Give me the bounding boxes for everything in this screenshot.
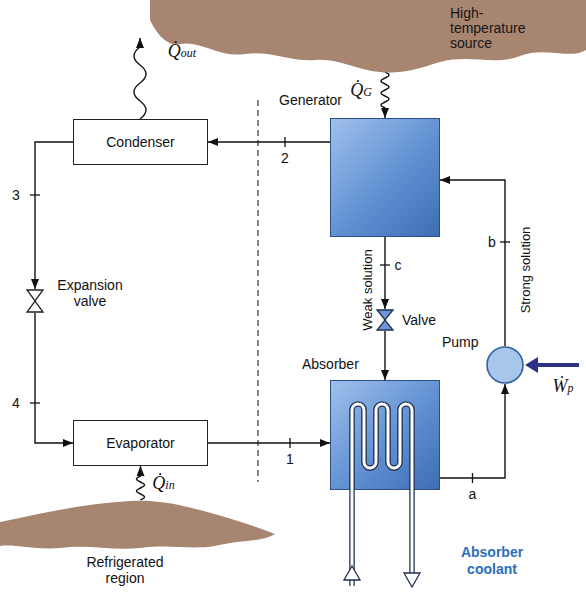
stream-label: Strong solution [518, 227, 533, 314]
heat-out-arrow [134, 38, 146, 119]
state-label: c [395, 257, 402, 273]
flow-line [208, 141, 330, 142]
state-tick [500, 241, 510, 242]
part-name: Pump [442, 334, 479, 350]
state-label: b [488, 234, 496, 250]
state-label: a [469, 486, 477, 502]
stream-label: Weak solution [360, 249, 375, 330]
absorber-vessel [330, 380, 440, 490]
heat-flow-arrow [137, 466, 145, 500]
flow-line [440, 384, 505, 478]
pump-circle: Pump [486, 346, 524, 384]
connector-group [35, 72, 505, 500]
heat-source: High- temperature source [150, 0, 586, 72]
flow-line [35, 313, 73, 443]
valve-half [377, 320, 393, 330]
absorber-vessel: Absorber [330, 380, 440, 490]
work-label: Ẇp [553, 377, 574, 397]
part-name: Expansion valve [50, 277, 130, 309]
part-name: Generator [279, 92, 342, 108]
flow-line [35, 142, 73, 289]
generator-vessel: Generator [330, 118, 440, 237]
coolant-pipe [409, 489, 415, 580]
state-label: 3 [12, 187, 20, 203]
coolant-label: Absorber coolant [442, 544, 542, 578]
flow-line [440, 180, 505, 346]
valve-half [27, 290, 43, 301]
refrigerated-region: Refrigerated region [0, 500, 275, 550]
flow-line [384, 331, 385, 380]
coolant-pipe [411, 489, 414, 580]
part-name: Valve [402, 312, 436, 328]
process-box: Evaporator [73, 420, 208, 466]
throttle-valve: Valve [376, 309, 394, 331]
cooling-coil [352, 404, 412, 490]
part-name: Absorber [302, 356, 359, 372]
state-tick [284, 137, 285, 147]
flow-line [384, 237, 385, 309]
coolant-in-arrow [344, 566, 360, 580]
heat-label: Q̇G [350, 81, 372, 101]
box-label: Evaporator [106, 435, 174, 451]
state-label: 1 [286, 451, 294, 467]
state-tick [30, 402, 40, 403]
part-name: Refrigerated region [70, 554, 180, 586]
state-tick [380, 264, 390, 265]
vessel-body [331, 381, 440, 490]
mound-fill [0, 501, 275, 549]
coolant-out-arrow [404, 573, 420, 587]
valve-half [27, 301, 43, 312]
state-tick [30, 194, 40, 195]
heat-label: Q̇in [152, 474, 174, 494]
pump-circle [487, 347, 523, 383]
part-name: High- temperature source [450, 6, 545, 51]
cooling-coil [352, 404, 412, 490]
state-tick [289, 438, 290, 448]
region-mound [0, 500, 275, 550]
state-tick [472, 473, 473, 483]
heat-label: Q̇out [168, 42, 196, 62]
state-label: 2 [281, 150, 289, 166]
state-label: 4 [12, 395, 20, 411]
work-arrow [535, 363, 579, 367]
flow-line [208, 442, 330, 443]
valve-symbol [26, 289, 44, 313]
cloud-fill [150, 0, 586, 73]
box-label: Condenser [106, 134, 175, 150]
work-arrow-head [525, 357, 538, 373]
heat-flow-arrow [381, 72, 389, 118]
valve-symbol [376, 309, 394, 331]
process-box: Condenser [73, 119, 208, 165]
pump-symbol [486, 346, 524, 384]
expansion-valve: Expansion valve [26, 289, 44, 313]
system-boundary [257, 100, 258, 482]
valve-half [377, 310, 393, 320]
